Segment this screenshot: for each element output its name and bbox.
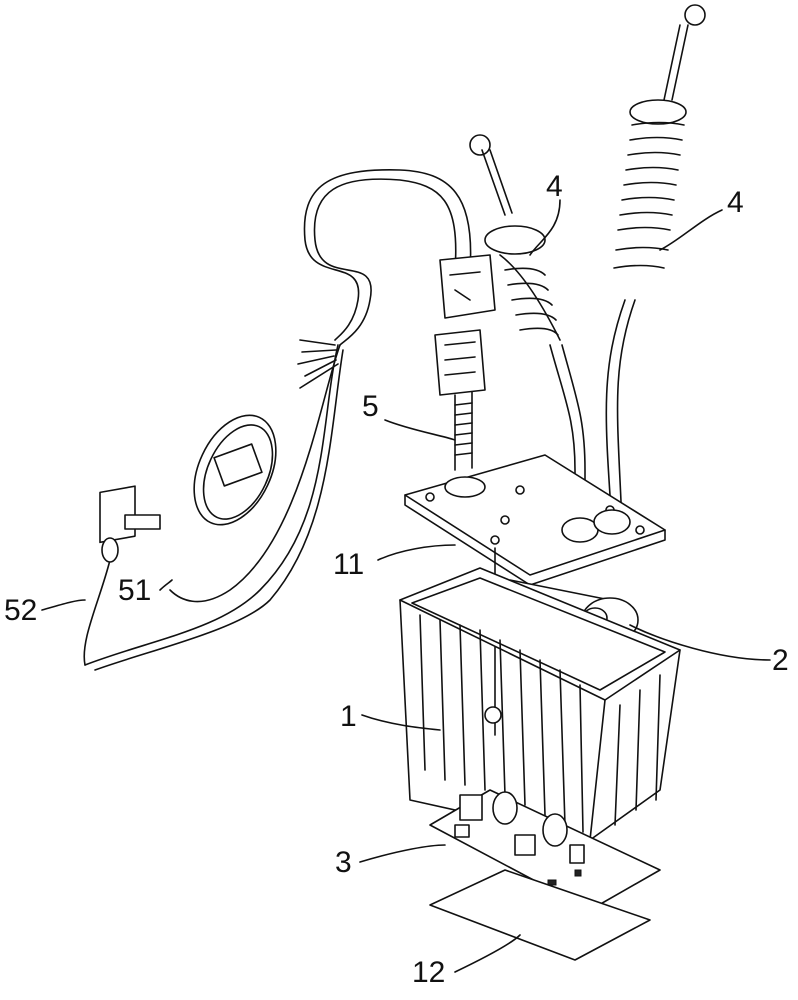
label-toggle-switch: 52 — [4, 596, 37, 626]
label-knob-switch: 51 — [118, 576, 151, 606]
connector-housing — [435, 255, 495, 470]
enclosure-box — [400, 568, 680, 840]
cover-plate — [405, 455, 665, 585]
label-bottom-plate: 12 — [412, 958, 445, 988]
label-spring-right: 4 — [727, 188, 744, 218]
label-circuit-board: 3 — [335, 848, 352, 878]
knob-switch — [178, 402, 292, 538]
label-valve: 2 — [772, 646, 789, 676]
label-spring-left: 4 — [546, 172, 563, 202]
label-cover-plate: 11 — [333, 550, 364, 580]
label-connector: 5 — [362, 392, 379, 422]
spring-assembly-right — [606, 5, 705, 525]
label-box: 1 — [340, 702, 357, 732]
toggle-switch — [100, 486, 160, 562]
